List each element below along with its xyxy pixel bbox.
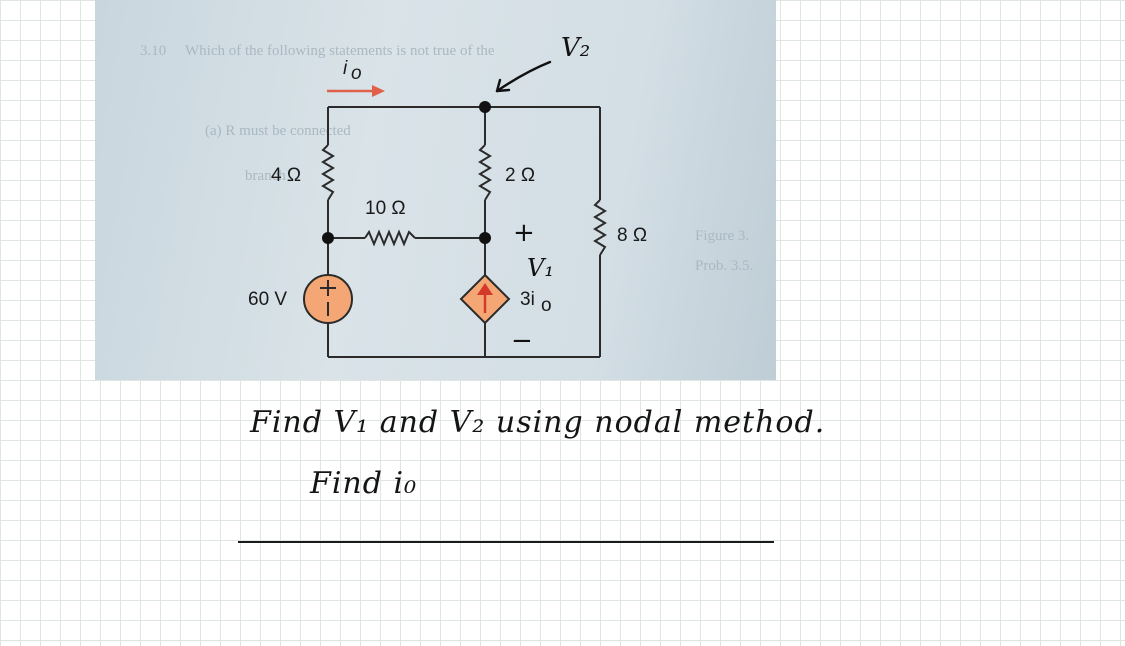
label-2ohm: 2 Ω (505, 165, 535, 186)
underline-divider (238, 541, 774, 543)
ghost-text-3: (a) R must be connected (205, 123, 351, 139)
ghost-text-4: branch (245, 168, 286, 184)
circuit-diagram: 3.10 Which of the following statements i… (140, 33, 753, 358)
resistor-4ohm (321, 144, 335, 201)
resistor-2ohm (478, 144, 492, 201)
handwritten-v2-arrow (495, 60, 552, 93)
label-dependent-source-subscript: o (541, 295, 552, 316)
handwritten-v1: V₁ (527, 254, 554, 282)
label-dependent-source: 3i (520, 289, 535, 310)
handwritten-plus: + (513, 218, 535, 248)
handwritten-minus: − (511, 326, 533, 356)
voltage-source-60v (303, 274, 353, 324)
current-io-arrow (327, 85, 385, 97)
ghost-text-2: Which of the following statements is not… (185, 43, 495, 59)
textbook-photo: 3.10 Which of the following statements i… (95, 0, 776, 380)
resistor-8ohm (593, 199, 607, 256)
handwritten-v2: V₂ (561, 33, 590, 63)
label-8ohm: 8 Ω (617, 225, 647, 246)
resistor-10ohm (364, 229, 416, 247)
current-label: i (343, 58, 348, 79)
ghost-text-5: Figure 3. (695, 228, 749, 244)
label-10ohm: 10 Ω (365, 198, 406, 219)
handwritten-question-line1: Find V₁ and V₂ using nodal method. (250, 405, 826, 440)
label-4ohm: 4 Ω (271, 165, 301, 186)
dependent-current-source (459, 273, 511, 325)
label-60v: 60 V (248, 289, 287, 310)
handwritten-question-line2: Find i₀ (310, 466, 418, 501)
background-textbook-text: 3.10 Which of the following statements i… (140, 43, 753, 274)
ghost-text-1: 3.10 (140, 43, 166, 59)
current-label-subscript: o (351, 63, 362, 84)
node-left-middle (322, 232, 334, 244)
ghost-text-6: Prob. 3.5. (695, 258, 753, 274)
node-center-middle (479, 232, 491, 244)
node-top-center (479, 101, 491, 113)
